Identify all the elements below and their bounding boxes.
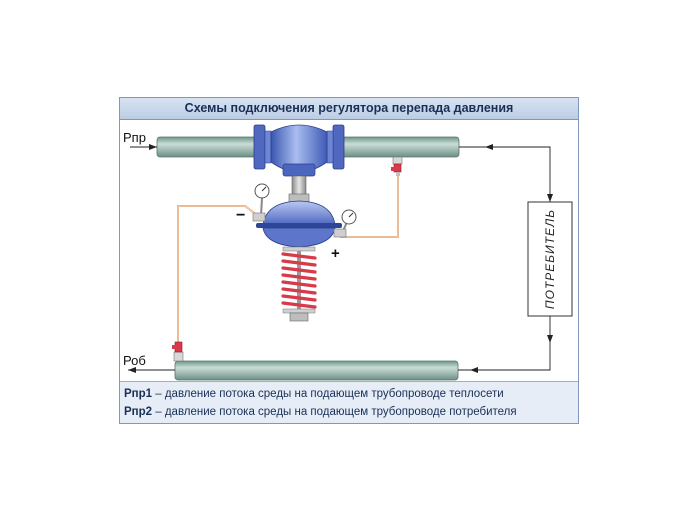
supply-impulse-tap — [391, 156, 403, 176]
legend-item-consumer: Рпр2 – давление потока среды на подающем… — [124, 403, 578, 421]
actuator-bottom — [262, 227, 336, 248]
impulse-lines-inner — [177, 175, 399, 354]
setting-spring — [281, 252, 317, 309]
actuator-flange — [256, 223, 342, 228]
spring-bottom-plate — [282, 308, 316, 314]
valve-body — [270, 124, 328, 173]
flow-arrows — [128, 144, 553, 373]
consumer-label: ПОТРЕБИТЕЛЬ — [543, 209, 557, 309]
consumer-box — [527, 201, 573, 317]
return-impulse-tap — [172, 341, 184, 362]
regulator-diagram: ПОТРЕБИТЕЛЬ Рпр Роб — [123, 124, 573, 381]
legend-item-supply: Рпр1 – давление потока среды на подающем… — [124, 385, 578, 403]
legend-description: – давление потока среды на подающем труб… — [152, 388, 504, 400]
diagram-title: Схемы подключения регулятора перепада да… — [120, 98, 578, 120]
return-pressure-label: Роб — [123, 353, 146, 368]
legend-term: Рпр2 — [124, 406, 153, 418]
diagram-frame: Схемы подключения регулятора перепада да… — [119, 97, 579, 424]
legend-term: Рпр1 — [124, 388, 153, 400]
supply-pressure-label: Рпр — [123, 130, 146, 145]
actuator-dome — [262, 200, 336, 226]
legend-description: – давление потока среды на подающем труб… — [152, 406, 517, 418]
spring-top-plate — [282, 246, 316, 252]
legend: Рпр1 – давление потока среды на подающем… — [120, 381, 578, 423]
return-pipe — [174, 360, 459, 381]
plus-sign: + — [331, 245, 340, 262]
valve-flanges — [253, 124, 345, 170]
valve-bonnet — [282, 163, 316, 177]
pressure-gauge-minus — [252, 183, 270, 222]
pressure-gauge-plus — [333, 209, 357, 238]
adjusting-nut — [289, 312, 309, 322]
minus-sign: − — [236, 207, 245, 224]
